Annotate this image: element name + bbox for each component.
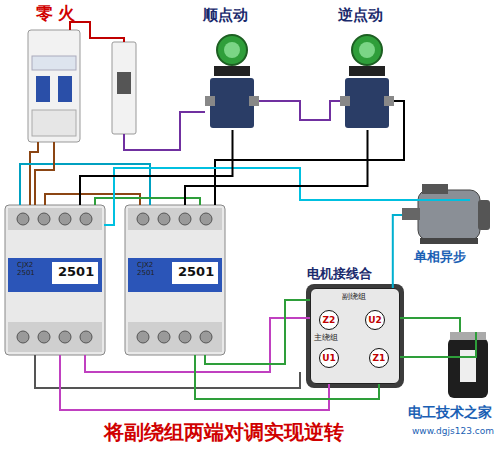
contactor <box>125 205 225 355</box>
circuit-breaker: 零火 <box>28 30 80 142</box>
motor: 单相异步 <box>402 184 490 246</box>
terminal-box: 电机接线合副绕组主绕组Z2U2U1Z1 <box>310 288 400 384</box>
watermark: www.dgjs123.com <box>412 426 494 436</box>
terminal: Z2 <box>319 310 339 330</box>
terminal-label: U2 <box>368 315 382 325</box>
wire-connector <box>35 142 54 205</box>
terminal: U2 <box>365 310 385 330</box>
label-text: 2501 <box>58 265 94 280</box>
terminal-box-frame <box>306 284 404 388</box>
pushbutton <box>205 35 259 128</box>
label-text: 逆点动 <box>338 7 383 24</box>
label-text: 电机接线合 <box>307 267 372 282</box>
wire <box>20 22 476 388</box>
wire-connector <box>80 130 233 205</box>
wire-connector <box>185 130 368 205</box>
small-breaker <box>112 42 136 134</box>
label-text: 火 <box>58 4 75 24</box>
caption: 将副绕组两端对调实现逆转 <box>104 421 344 444</box>
terminal: Z1 <box>369 348 389 368</box>
pushbutton: 顺点动 <box>205 35 260 130</box>
watermark: 电工技术之家 <box>408 404 492 420</box>
motor <box>402 184 490 244</box>
circuit-breaker <box>28 30 80 142</box>
pushbutton: 逆点动 <box>340 35 395 130</box>
terminal-label: Z2 <box>323 315 336 325</box>
label-text: 单相异步 <box>414 250 466 265</box>
contactor: CJX2 2501 2501 <box>125 205 225 355</box>
terminal-label: Z1 <box>373 353 386 363</box>
pushbutton <box>340 35 394 128</box>
label-text: CJX2 2501 <box>137 261 161 277</box>
label-text: 顺点动 <box>203 7 248 24</box>
label-text: 主绕组 <box>314 333 338 342</box>
label-text: 零 <box>36 4 53 24</box>
terminal: U1 <box>319 348 339 368</box>
label-text: CJX2 2501 <box>17 261 41 277</box>
label-text: 副绕组 <box>342 292 366 301</box>
contactor <box>5 205 105 355</box>
terminal-label: U1 <box>322 353 336 363</box>
contactor: CJX2 2501 2501 <box>5 205 105 355</box>
wire-connector <box>393 215 402 288</box>
label-text: 2501 <box>178 265 214 280</box>
capacitor <box>448 332 488 398</box>
